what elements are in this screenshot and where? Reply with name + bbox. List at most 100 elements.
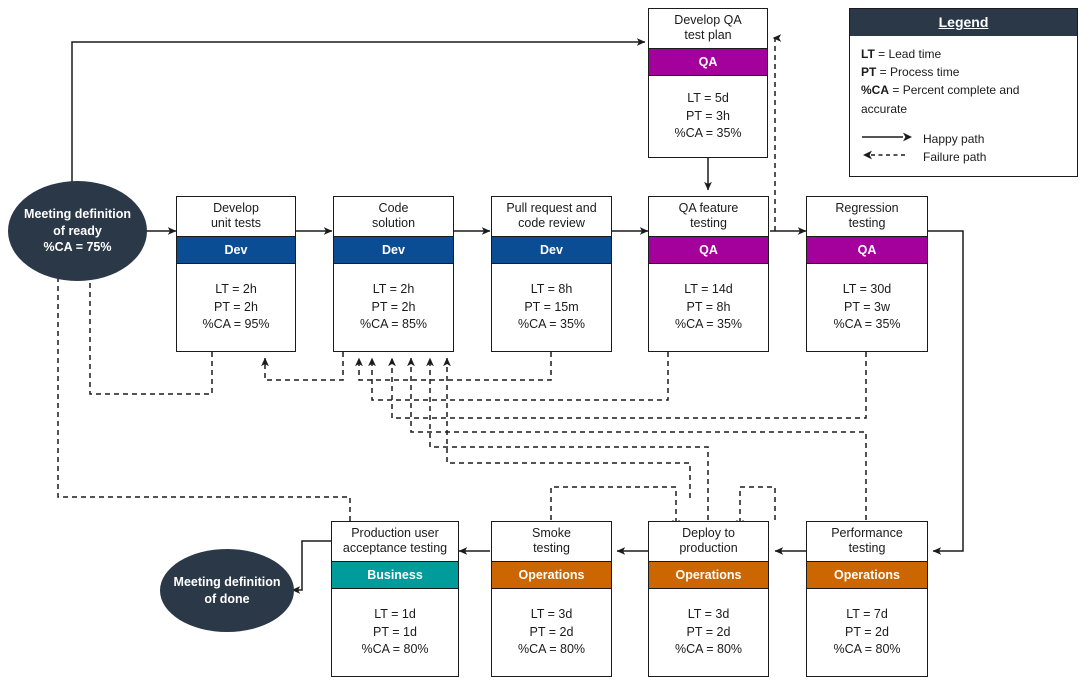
dashed-arrow-left-icon xyxy=(861,148,915,166)
legend-definitions: LT = Lead time PT = Process time %CA = P… xyxy=(861,45,1066,118)
metric-pt: PT = 3w xyxy=(844,299,890,314)
node-title-line-2: testing xyxy=(848,216,886,231)
metric-ca: %CA = 35% xyxy=(517,317,586,331)
node-title-line-2: production xyxy=(679,541,738,556)
node-title-line-2: code review xyxy=(518,216,585,231)
node-title-line-1: QA feature xyxy=(678,201,739,215)
node-qa-feature-testing[interactable]: QA feature testing QA LT = 14d PT = 8h %… xyxy=(648,196,769,352)
node-band-business: Business xyxy=(332,560,458,589)
metric-lt: LT = 8h xyxy=(530,282,573,296)
node-title-line-2: test plan xyxy=(684,28,732,43)
node-band-dev: Dev xyxy=(492,235,611,264)
legend-definition-ca: %CA = Percent complete and accurate xyxy=(861,81,1066,117)
node-title-line-1: Regression xyxy=(835,201,899,215)
node-metrics: LT = 3d PT = 2d %CA = 80% xyxy=(492,589,611,677)
node-metrics: LT = 8h PT = 15m %CA = 35% xyxy=(492,264,611,352)
node-title-line-2: solution xyxy=(371,216,416,231)
node-band-qa: QA xyxy=(649,47,767,76)
node-smoke-testing[interactable]: Smoke testing Operations LT = 3d PT = 2d… xyxy=(491,521,612,677)
legend-heading: Legend xyxy=(850,9,1077,36)
metric-pt: PT = 2h xyxy=(371,299,416,314)
metric-pt: PT = 2d xyxy=(686,624,731,639)
node-develop-qa-test-plan[interactable]: Develop QA test plan QA LT = 5d PT = 3h … xyxy=(648,8,768,158)
legend-text-lt: = Lead time xyxy=(874,47,942,61)
node-title-line-1: Smoke xyxy=(532,526,571,540)
terminator-meeting-definition-of-ready: Meeting definition of ready %CA = 75% xyxy=(8,181,147,281)
legend-label-happy-path: Happy path xyxy=(923,131,985,146)
metric-lt: LT = 30d xyxy=(842,282,892,296)
node-band-dev: Dev xyxy=(334,235,453,264)
metric-pt: PT = 2h xyxy=(214,299,258,314)
node-title-line-2: unit tests xyxy=(210,216,262,231)
failure-path-edges xyxy=(54,34,867,529)
legend-definition-lt: LT = Lead time xyxy=(861,45,1066,63)
metric-lt: LT = 2h xyxy=(372,282,415,296)
node-metrics: LT = 2h PT = 2h %CA = 85% xyxy=(334,264,453,352)
metric-ca: %CA = 35% xyxy=(674,317,743,331)
node-band-dev: Dev xyxy=(177,235,295,264)
metric-lt: LT = 3d xyxy=(687,607,730,621)
metric-lt: LT = 3d xyxy=(530,607,573,621)
ready-line-3: %CA = 75% xyxy=(43,240,112,255)
node-band-operations: Operations xyxy=(649,560,768,589)
legend-definition-pt: PT = Process time xyxy=(861,63,1066,81)
metric-ca: %CA = 85% xyxy=(359,317,428,331)
metric-pt: PT = 8h xyxy=(686,299,731,314)
node-metrics: LT = 30d PT = 3w %CA = 35% xyxy=(807,264,927,352)
node-title: Regression testing xyxy=(807,197,927,236)
legend-label-failure-path: Failure path xyxy=(923,149,987,164)
node-title-line-1: Deploy to xyxy=(682,526,735,540)
node-title-line-2: testing xyxy=(848,541,886,556)
metric-lt: LT = 14d xyxy=(684,282,733,296)
legend-body: LT = Lead time PT = Process time %CA = P… xyxy=(850,36,1077,176)
metric-ca: %CA = 80% xyxy=(674,642,743,656)
node-title-line-1: Pull request and xyxy=(506,201,597,215)
legend-row-failure-path: Failure path xyxy=(861,148,1066,166)
legend-text-pt: = Process time xyxy=(876,65,960,80)
metric-ca: %CA = 80% xyxy=(361,642,429,656)
node-title: Performance testing xyxy=(807,522,927,561)
node-title: Production user acceptance testing xyxy=(332,522,458,561)
node-metrics: LT = 5d PT = 3h %CA = 35% xyxy=(649,76,767,158)
node-title-line-1: Code xyxy=(378,201,409,215)
metric-lt: LT = 7d xyxy=(846,607,888,621)
node-performance-testing[interactable]: Performance testing Operations LT = 7d P… xyxy=(806,521,928,677)
ready-line-2: of ready xyxy=(53,223,102,238)
node-develop-unit-tests[interactable]: Develop unit tests Dev LT = 2h PT = 2h %… xyxy=(176,196,296,352)
ready-line-1: Meeting definition xyxy=(24,206,131,221)
happy-path-edges xyxy=(71,38,964,594)
metric-lt: LT = 5d xyxy=(687,91,729,105)
node-band-operations: Operations xyxy=(492,560,611,589)
node-metrics: LT = 7d PT = 2d %CA = 80% xyxy=(807,589,927,677)
node-band-qa: QA xyxy=(807,235,927,264)
node-pull-request-and-code-review[interactable]: Pull request and code review Dev LT = 8h… xyxy=(491,196,612,352)
metric-ca: %CA = 35% xyxy=(674,126,742,140)
node-metrics: LT = 1d PT = 1d %CA = 80% xyxy=(332,589,458,677)
metric-ca: %CA = 80% xyxy=(833,642,901,656)
node-title: Pull request and code review xyxy=(492,197,611,236)
node-metrics: LT = 3d PT = 2d %CA = 80% xyxy=(649,589,768,677)
legend-abbr-pt: PT xyxy=(861,65,877,80)
node-title: Develop QA test plan xyxy=(649,9,767,48)
node-production-user-acceptance-testing[interactable]: Production user acceptance testing Busin… xyxy=(331,521,459,677)
node-title: Code solution xyxy=(334,197,453,236)
node-title-line-1: Develop xyxy=(213,201,259,215)
node-regression-testing[interactable]: Regression testing QA LT = 30d PT = 3w %… xyxy=(806,196,928,352)
legend-abbr-ca: %CA xyxy=(861,83,890,98)
node-title: Smoke testing xyxy=(492,522,611,561)
legend-heading-text: Legend xyxy=(938,14,989,30)
node-metrics: LT = 14d PT = 8h %CA = 35% xyxy=(649,264,768,352)
node-title-line-2: acceptance testing xyxy=(342,541,448,556)
node-title: QA feature testing xyxy=(649,197,768,236)
done-line-1: Meeting definition xyxy=(173,574,281,589)
node-deploy-to-production[interactable]: Deploy to production Operations LT = 3d … xyxy=(648,521,769,677)
node-metrics: LT = 2h PT = 2h %CA = 95% xyxy=(177,264,295,352)
metric-pt: PT = 2d xyxy=(845,624,889,639)
metric-ca: %CA = 95% xyxy=(202,317,270,331)
node-code-solution[interactable]: Code solution Dev LT = 2h PT = 2h %CA = … xyxy=(333,196,454,352)
metric-pt: PT = 1d xyxy=(373,624,417,639)
node-title-line-1: Develop QA xyxy=(674,13,742,27)
metric-pt: PT = 3h xyxy=(686,108,730,123)
node-title: Deploy to production xyxy=(649,522,768,561)
